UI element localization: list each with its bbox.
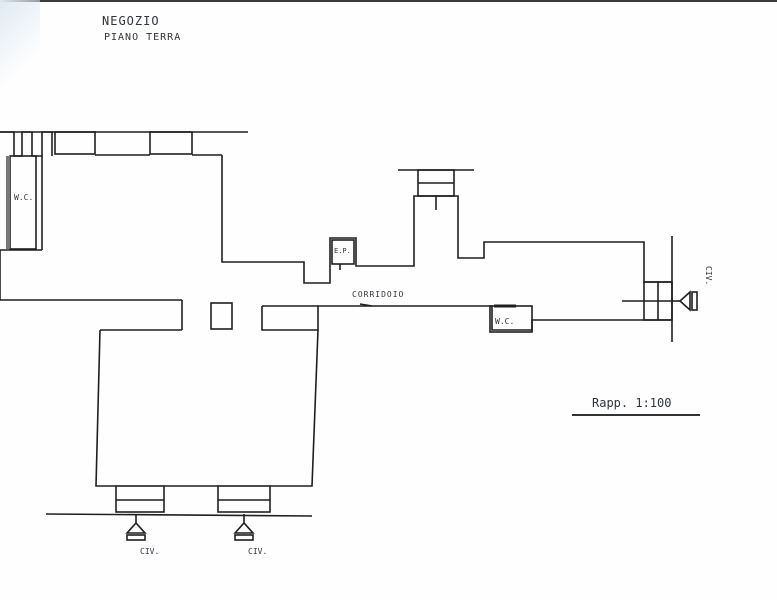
- corridor-door-swing: [359, 303, 373, 307]
- top-window-1: [54, 131, 96, 155]
- corridor-west-wall: [0, 284, 182, 301]
- entrance-arrow-right: [672, 290, 698, 312]
- ep-label: E.P.: [334, 247, 351, 255]
- plan-subtitle: PIANO TERRA: [104, 32, 182, 43]
- top-window-2: [149, 131, 193, 155]
- wc-right-label: W.C.: [495, 317, 514, 326]
- scan-glare: [0, 0, 40, 90]
- left-wc-top: [0, 131, 53, 157]
- corridor-north-wall: [221, 155, 672, 284]
- bottom-window-2: [217, 485, 271, 513]
- entrance-arrow-bottom-left: [125, 514, 147, 541]
- ep-cabinet: [331, 239, 355, 265]
- plan-title: NEGOZIO: [102, 14, 160, 28]
- column-pillar: [210, 302, 233, 330]
- left-wall-hatch: [6, 156, 10, 249]
- wc-left-label: W.C.: [14, 193, 33, 202]
- lower-room-east-wall: [270, 329, 319, 487]
- wc-left-room: [9, 155, 37, 250]
- corridor-south-wall: [261, 305, 672, 331]
- scale-underline: [572, 414, 700, 416]
- entrance-arrow-bottom-mid: [233, 514, 255, 541]
- lower-room-west-wall: [95, 329, 116, 487]
- bottom-window-1: [115, 485, 165, 513]
- civ-bottom-mid-label: CIV.: [248, 547, 267, 556]
- corridor-label: CORRIDOIO: [352, 290, 404, 299]
- bottom-exterior-wall: [45, 513, 313, 517]
- scan-top-border: [0, 0, 777, 2]
- civ-right-label: CIV.: [704, 266, 713, 285]
- scale-label: Rapp. 1:100: [592, 396, 672, 410]
- civ-bottom-left-label: CIV.: [140, 547, 159, 556]
